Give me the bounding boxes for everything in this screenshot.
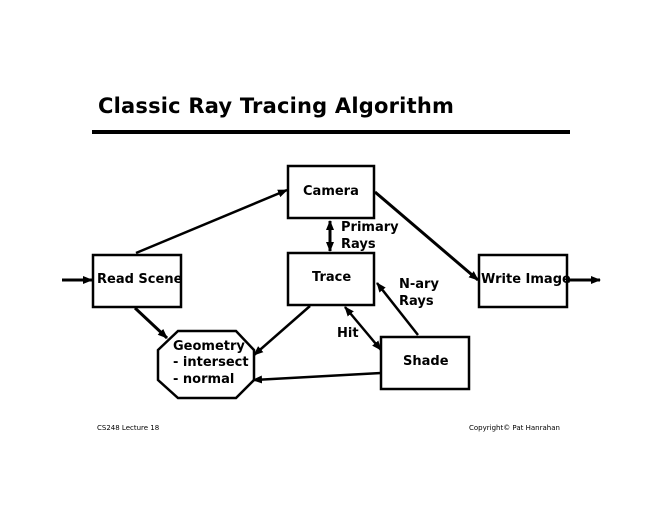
shade-box bbox=[379, 335, 471, 391]
edge-camera-to-write-image bbox=[374, 190, 479, 282]
footer-copyright: Copyright© Pat Hanrahan bbox=[469, 424, 560, 432]
nary-rays-label-line1: N-ary bbox=[399, 277, 439, 292]
geometry-label: Geometry bbox=[173, 339, 245, 354]
nary-rays-label-line2: Rays bbox=[399, 294, 434, 309]
trace-box bbox=[286, 251, 376, 307]
edge-read-scene-to-geometry bbox=[133, 306, 169, 340]
geometry-normal-label: - normal bbox=[173, 372, 235, 387]
slide-title: Classic Ray Tracing Algorithm bbox=[98, 94, 455, 118]
trace-label: Trace bbox=[312, 270, 352, 285]
camera-label: Camera bbox=[303, 184, 359, 199]
edge-trace-shade-hit bbox=[344, 306, 382, 351]
camera-box bbox=[286, 164, 376, 220]
hit-label: Hit bbox=[337, 326, 359, 341]
read-scene-box bbox=[91, 253, 183, 309]
edge-trace-to-geometry bbox=[253, 305, 311, 356]
edge-shade-to-geometry bbox=[252, 371, 382, 384]
read-scene-label: Read Scene bbox=[97, 272, 183, 287]
geometry-octagon bbox=[156, 329, 256, 400]
primary-rays-label-line2: Rays bbox=[341, 237, 376, 252]
title-rule bbox=[92, 130, 570, 134]
edge-shade-to-trace-nary bbox=[376, 282, 419, 336]
edge-read-scene-to-camera bbox=[135, 188, 288, 255]
geometry-intersect-label: - intersect bbox=[173, 355, 249, 370]
write-image-label: Write Image bbox=[481, 272, 571, 287]
primary-rays-label-line1: Primary bbox=[341, 220, 399, 235]
shade-label: Shade bbox=[403, 354, 449, 369]
write-image-box bbox=[477, 253, 569, 309]
footer-lecture: CS248 Lecture 18 bbox=[97, 424, 160, 432]
